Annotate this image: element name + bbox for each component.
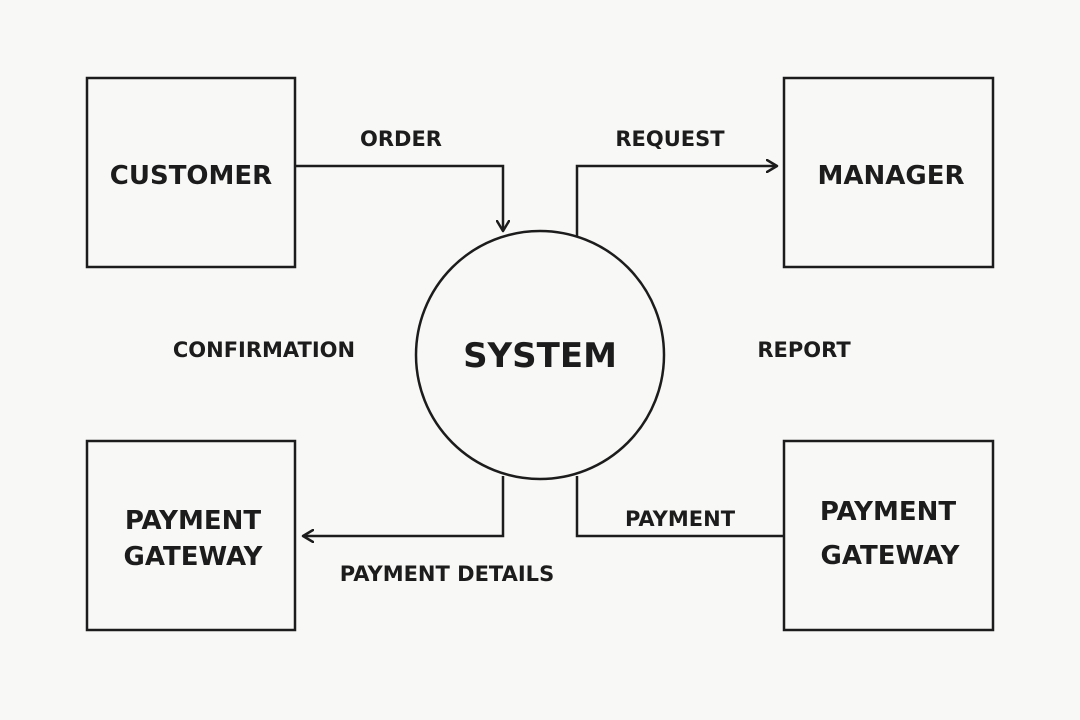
system-circle <box>414 229 666 481</box>
customer-box <box>85 76 297 269</box>
payment-gateway-left-box <box>85 439 297 632</box>
payment-gateway-right-box <box>782 439 995 632</box>
report-label: REPORT <box>757 338 851 362</box>
request-flow-arrow <box>575 166 777 236</box>
payment-gateway-left-line1: PAYMENT <box>125 506 262 536</box>
payment-gateway-left-line2: GATEWAY <box>124 542 264 572</box>
payment-details-label: PAYMENT DETAILS <box>340 562 554 586</box>
payment-gateway-right-line1: PAYMENT <box>820 497 957 527</box>
system-label: SYSTEM <box>463 336 617 376</box>
payment-details-flow-arrow <box>303 476 505 536</box>
request-label: REQUEST <box>615 127 725 151</box>
order-flow-arrow <box>296 164 503 231</box>
confirmation-label: CONFIRMATION <box>173 338 355 362</box>
manager-label: MANAGER <box>818 161 965 191</box>
payment-label: PAYMENT <box>625 507 736 531</box>
payment-flow-line <box>575 476 784 538</box>
payment-gateway-right-line2: GATEWAY <box>821 541 961 571</box>
customer-label: CUSTOMER <box>110 161 272 191</box>
order-label: ORDER <box>360 127 442 151</box>
manager-box <box>782 76 995 269</box>
